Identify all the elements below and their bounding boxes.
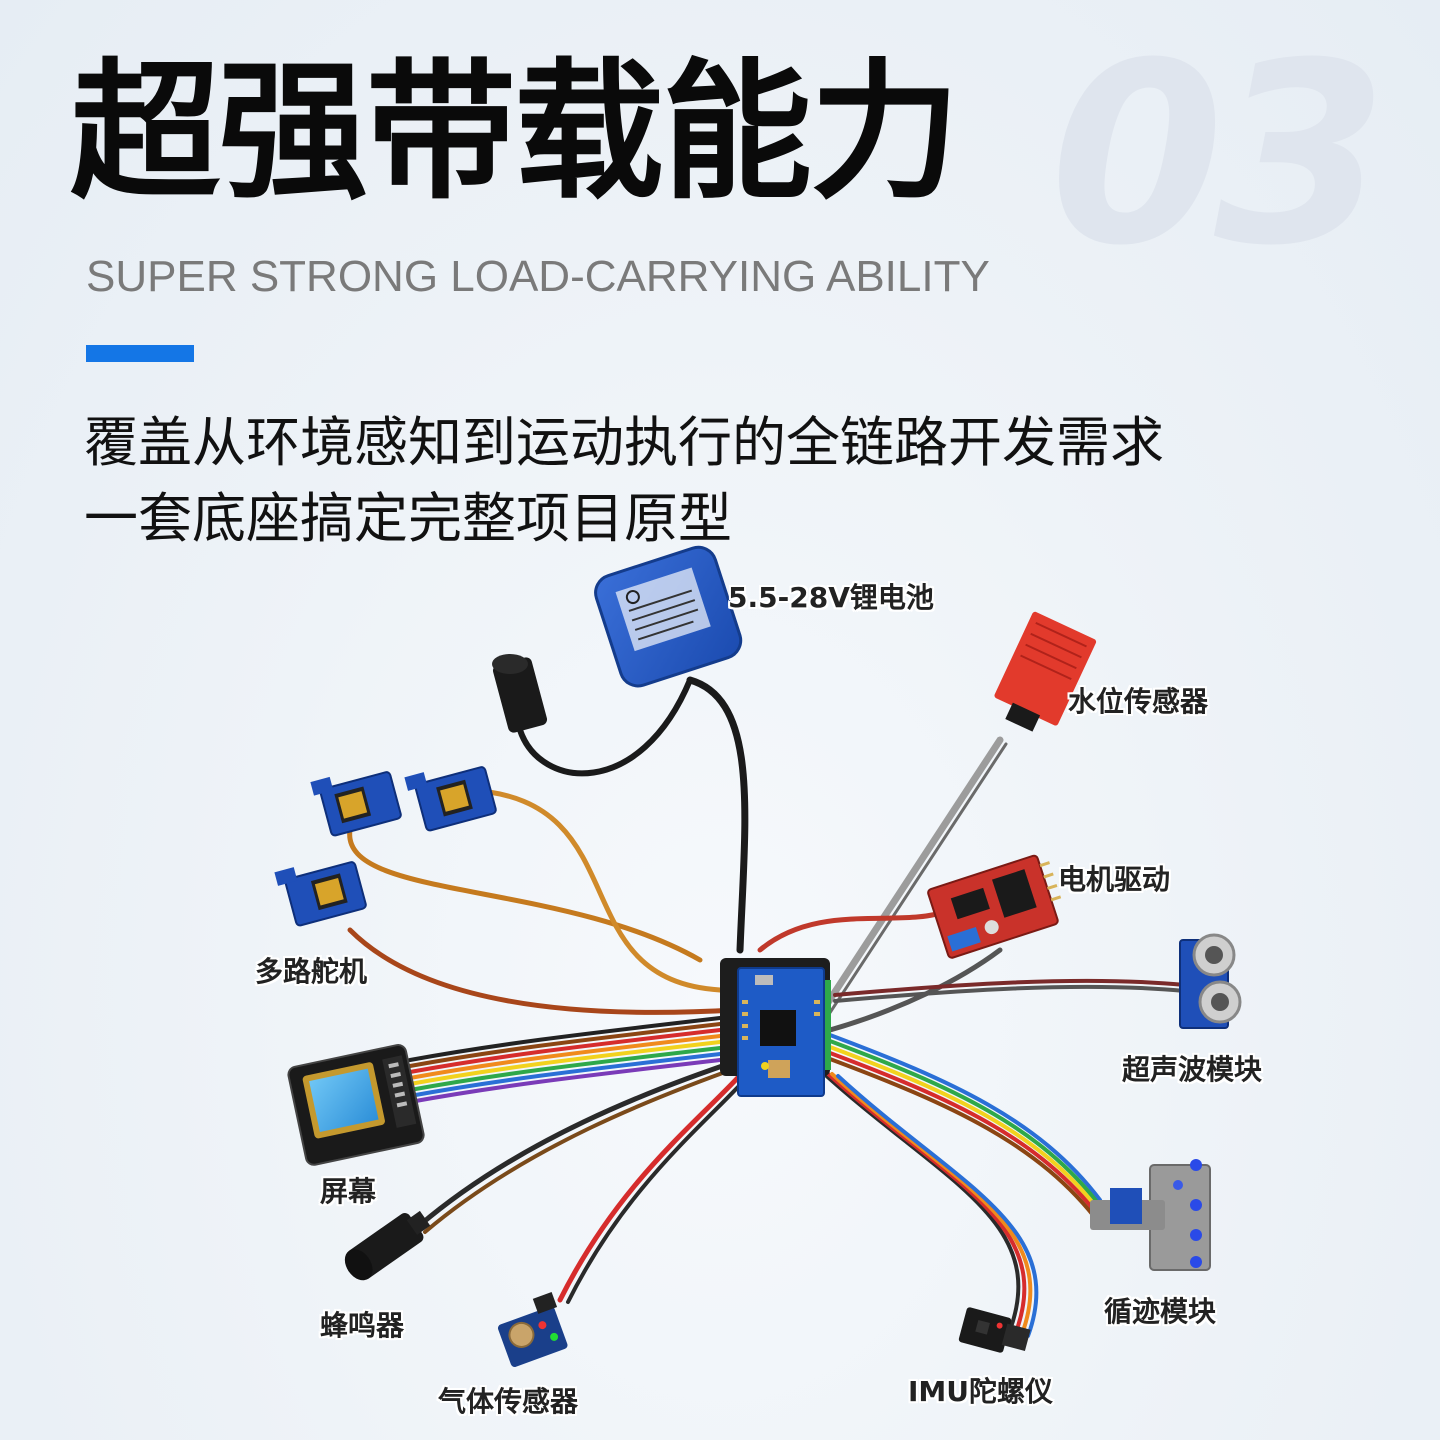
dc-jack-cable: [517, 677, 693, 777]
buzzer-cable: [417, 1057, 743, 1228]
motor-driver-cable: [757, 907, 953, 953]
ultrasonic-module: [1179, 933, 1242, 1029]
servo-cable-2: [467, 787, 723, 993]
label-motor-driver: 电机驱动: [1058, 863, 1171, 896]
label-ultrasonic: 超声波模块: [1122, 1053, 1263, 1086]
imu-ribbon: [818, 1068, 1039, 1338]
label-buzzer: 蜂鸣器: [320, 1309, 405, 1342]
label-battery: 5.5-28V锂电池: [728, 581, 934, 614]
imu-module: [958, 1307, 1031, 1353]
screen-ribbon: [408, 1013, 747, 1104]
battery-cable: [686, 676, 749, 954]
gas-sensor-module: [497, 1292, 568, 1367]
line-tracker-module: [1090, 1159, 1211, 1271]
motor-driver-module: [927, 854, 1062, 959]
servo-3: [274, 861, 367, 927]
section-number: 03: [1050, 9, 1388, 300]
page-title: 超强带载能力: [70, 46, 960, 220]
water-sensor-module: [994, 611, 1097, 732]
buzzer-module: [344, 1210, 431, 1281]
accent-bar: [86, 345, 194, 362]
label-imu: IMU陀螺仪: [908, 1375, 1054, 1408]
page-subtitle: SUPER STRONG LOAD-CARRYING ABILITY: [86, 252, 990, 301]
servo-cable-1: [347, 827, 703, 963]
label-servos: 多路舵机: [255, 955, 368, 988]
servo-cable-3: [347, 927, 738, 1015]
gas-sensor-cable: [557, 1067, 748, 1303]
dc-jack: [492, 654, 548, 733]
ultrasonic-cable: [833, 978, 1187, 997]
screen-module: [287, 1043, 425, 1166]
water-sensor-cable: [806, 736, 1004, 1034]
line-tracker-ribbon: [828, 1033, 1102, 1226]
label-gas-sensor: 气体传感器: [438, 1385, 579, 1418]
description-line-2: 一套底座搞定完整项目原型: [84, 487, 732, 550]
servo-2: [404, 766, 497, 832]
servo-1: [310, 771, 402, 837]
label-line-tracker: 循迹模块: [1104, 1295, 1217, 1328]
cables: [347, 676, 1187, 1338]
label-water-sensor: 水位传感器: [1068, 685, 1209, 718]
label-screen: 屏幕: [320, 1175, 377, 1208]
description-line-1: 覆盖从环境感知到运动执行的全链路开发需求: [84, 411, 1164, 474]
battery: [594, 545, 743, 688]
core-board: [720, 958, 831, 1097]
